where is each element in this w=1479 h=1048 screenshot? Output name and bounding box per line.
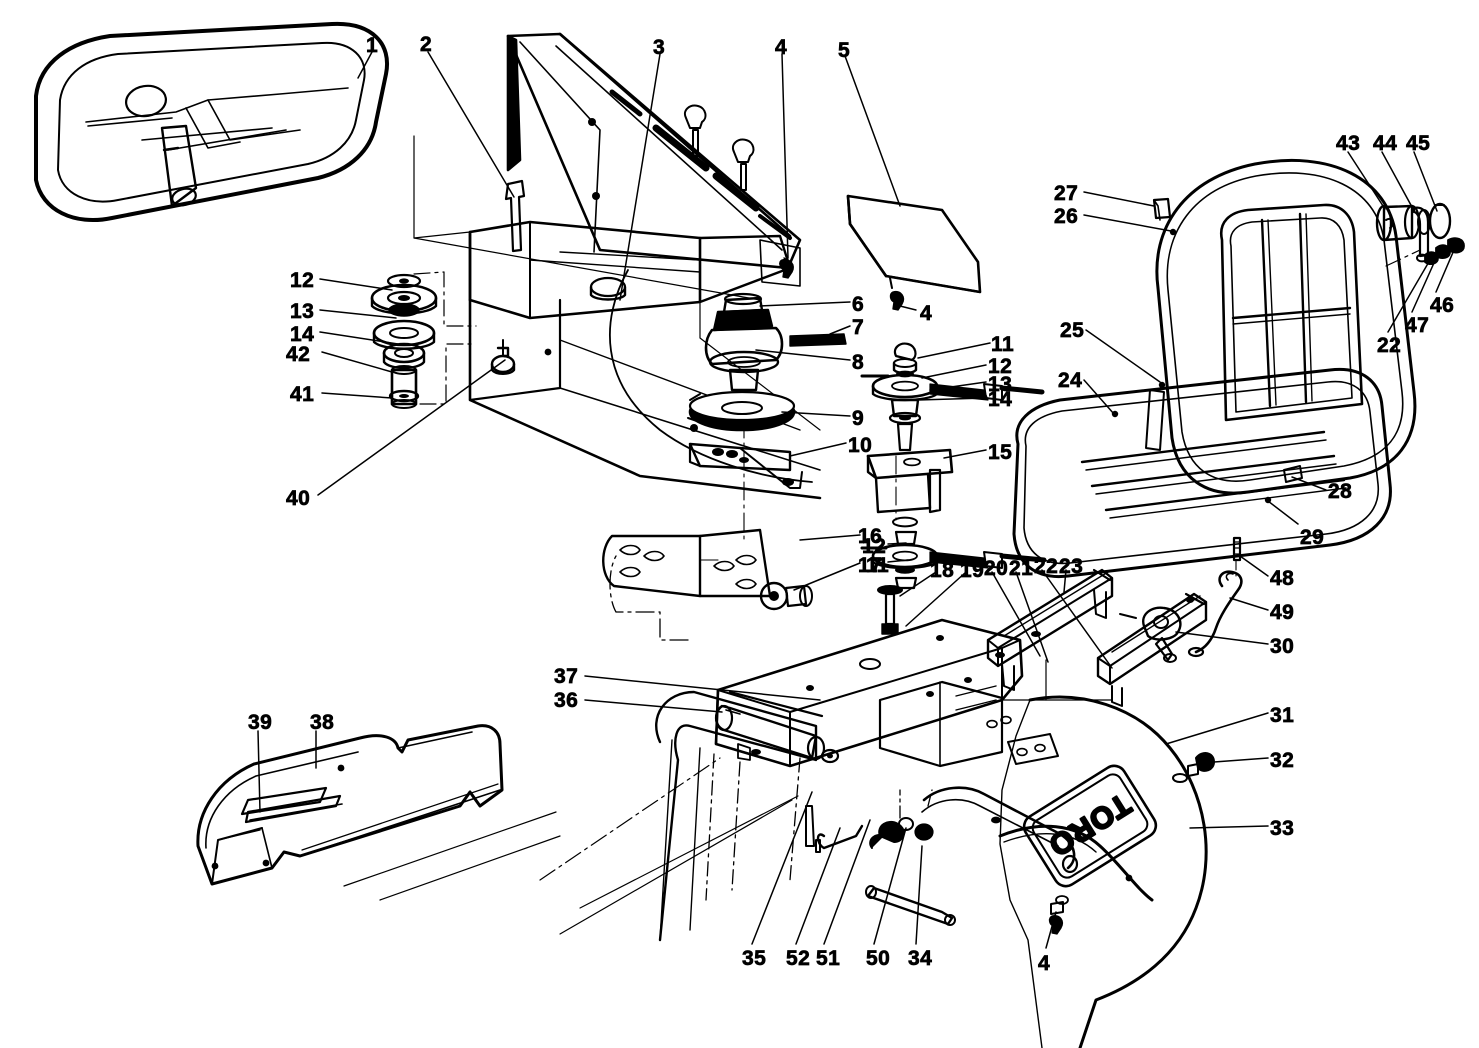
callout-39: 39 bbox=[248, 711, 273, 734]
callout-48: 48 bbox=[1270, 567, 1295, 590]
callout-2: 2 bbox=[420, 33, 433, 56]
seat-assembly-part bbox=[1012, 159, 1417, 579]
callout-11-idler: 11 bbox=[991, 333, 1015, 356]
callout-6: 6 bbox=[852, 293, 865, 316]
callout-49: 49 bbox=[1270, 601, 1295, 624]
callout-28: 28 bbox=[1328, 480, 1353, 503]
idler-bracket-part bbox=[860, 342, 1047, 590]
callout-8: 8 bbox=[852, 351, 865, 374]
callout-22-pivot: 22 bbox=[1377, 334, 1402, 357]
callout-27: 27 bbox=[1054, 182, 1079, 205]
callout-4-fender: 4 bbox=[1038, 952, 1051, 975]
callout-5: 5 bbox=[838, 39, 851, 62]
callout-38: 38 bbox=[310, 711, 335, 734]
callout-19: 19 bbox=[960, 559, 985, 582]
callout-13-idler: 13 bbox=[988, 373, 1013, 396]
seat-slide-rails-part bbox=[986, 568, 1208, 707]
callout-30: 30 bbox=[1270, 635, 1295, 658]
callout-40: 40 bbox=[286, 487, 311, 510]
callout-37: 37 bbox=[554, 665, 579, 688]
drag-link-part bbox=[602, 528, 813, 641]
bushing-stack-part bbox=[370, 271, 477, 409]
leader-lines bbox=[257, 51, 1455, 949]
callout-33: 33 bbox=[1270, 817, 1295, 840]
steering-wheel-part bbox=[34, 21, 389, 223]
callout-47: 47 bbox=[1405, 314, 1430, 337]
callout-26: 26 bbox=[1054, 205, 1079, 228]
callout-15: 15 bbox=[988, 441, 1013, 464]
callout-52: 52 bbox=[786, 947, 811, 970]
dash-bolt-part bbox=[504, 179, 526, 253]
callout-9: 9 bbox=[852, 407, 865, 430]
callout-32: 32 bbox=[1270, 749, 1295, 772]
callout-45: 45 bbox=[1406, 132, 1431, 155]
callout-42: 42 bbox=[286, 343, 311, 366]
callout-18: 18 bbox=[930, 559, 955, 582]
callout-31: 31 bbox=[1270, 704, 1295, 727]
callout-20: 20 bbox=[984, 557, 1009, 580]
callout-43: 43 bbox=[1336, 132, 1361, 155]
frame-plate-part bbox=[539, 618, 1024, 942]
callout-12-idler: 12 bbox=[988, 355, 1013, 378]
callout-12-bushing: 12 bbox=[290, 269, 315, 292]
callout-24: 24 bbox=[1058, 369, 1083, 392]
callout-35: 35 bbox=[742, 947, 767, 970]
callout-12-lower: 12 bbox=[862, 535, 887, 558]
callout-11-lower: 11 bbox=[866, 554, 890, 577]
dash-knob-pair bbox=[684, 104, 755, 191]
callout-7: 7 bbox=[852, 316, 865, 339]
callout-10: 10 bbox=[848, 434, 873, 457]
callout-1: 1 bbox=[366, 34, 379, 57]
callout-50: 50 bbox=[866, 947, 891, 970]
callout-44: 44 bbox=[1373, 132, 1398, 155]
left-fender-cover-part bbox=[196, 724, 561, 901]
callout-17: 17 bbox=[858, 554, 883, 577]
dash-tower-panel-part bbox=[413, 32, 822, 500]
callout-16: 16 bbox=[858, 525, 883, 548]
seat-bolt-part bbox=[877, 585, 903, 635]
callout-46: 46 bbox=[1430, 294, 1455, 317]
callout-14-bushing: 14 bbox=[290, 323, 315, 346]
callout-34: 34 bbox=[908, 947, 933, 970]
callout-25: 25 bbox=[1060, 319, 1085, 342]
callout-3: 3 bbox=[653, 36, 666, 59]
callout-51: 51 bbox=[816, 947, 841, 970]
callout-13-bushing: 13 bbox=[290, 300, 315, 323]
callout-21: 21 bbox=[1009, 557, 1034, 580]
callout-4-cover: 4 bbox=[920, 302, 933, 325]
callout-23: 23 bbox=[1059, 555, 1084, 578]
steering-bearing-part bbox=[687, 292, 847, 541]
callout-22-rail: 22 bbox=[1034, 555, 1059, 578]
linkage-rod-part bbox=[815, 786, 1079, 926]
callout-4-dash: 4 bbox=[775, 36, 788, 59]
battery-cover-part bbox=[846, 194, 982, 311]
callout-29: 29 bbox=[1300, 526, 1325, 549]
callout-41: 41 bbox=[290, 383, 315, 406]
callout-14-idler: 14 bbox=[988, 388, 1013, 411]
callout-36: 36 bbox=[554, 689, 579, 712]
